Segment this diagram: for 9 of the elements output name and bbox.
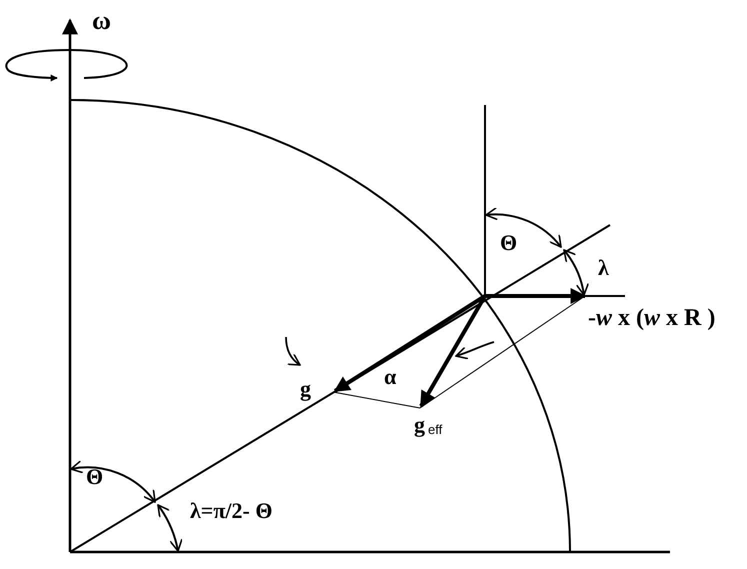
angle-label: Θ xyxy=(500,232,518,254)
gravity-label: g xyxy=(300,378,311,400)
effective-gravity-label: g$_{eff}$ xyxy=(414,414,442,436)
centrifugal-term-label: -w x (w x R ) xyxy=(588,306,716,330)
angular-velocity-label: ω xyxy=(92,8,112,34)
angle-label: Θ xyxy=(86,466,104,488)
latitude-formula-label: λ=π/2- Θ xyxy=(190,500,272,522)
angle-label: λ xyxy=(598,257,609,279)
angle-label: α xyxy=(384,366,396,388)
